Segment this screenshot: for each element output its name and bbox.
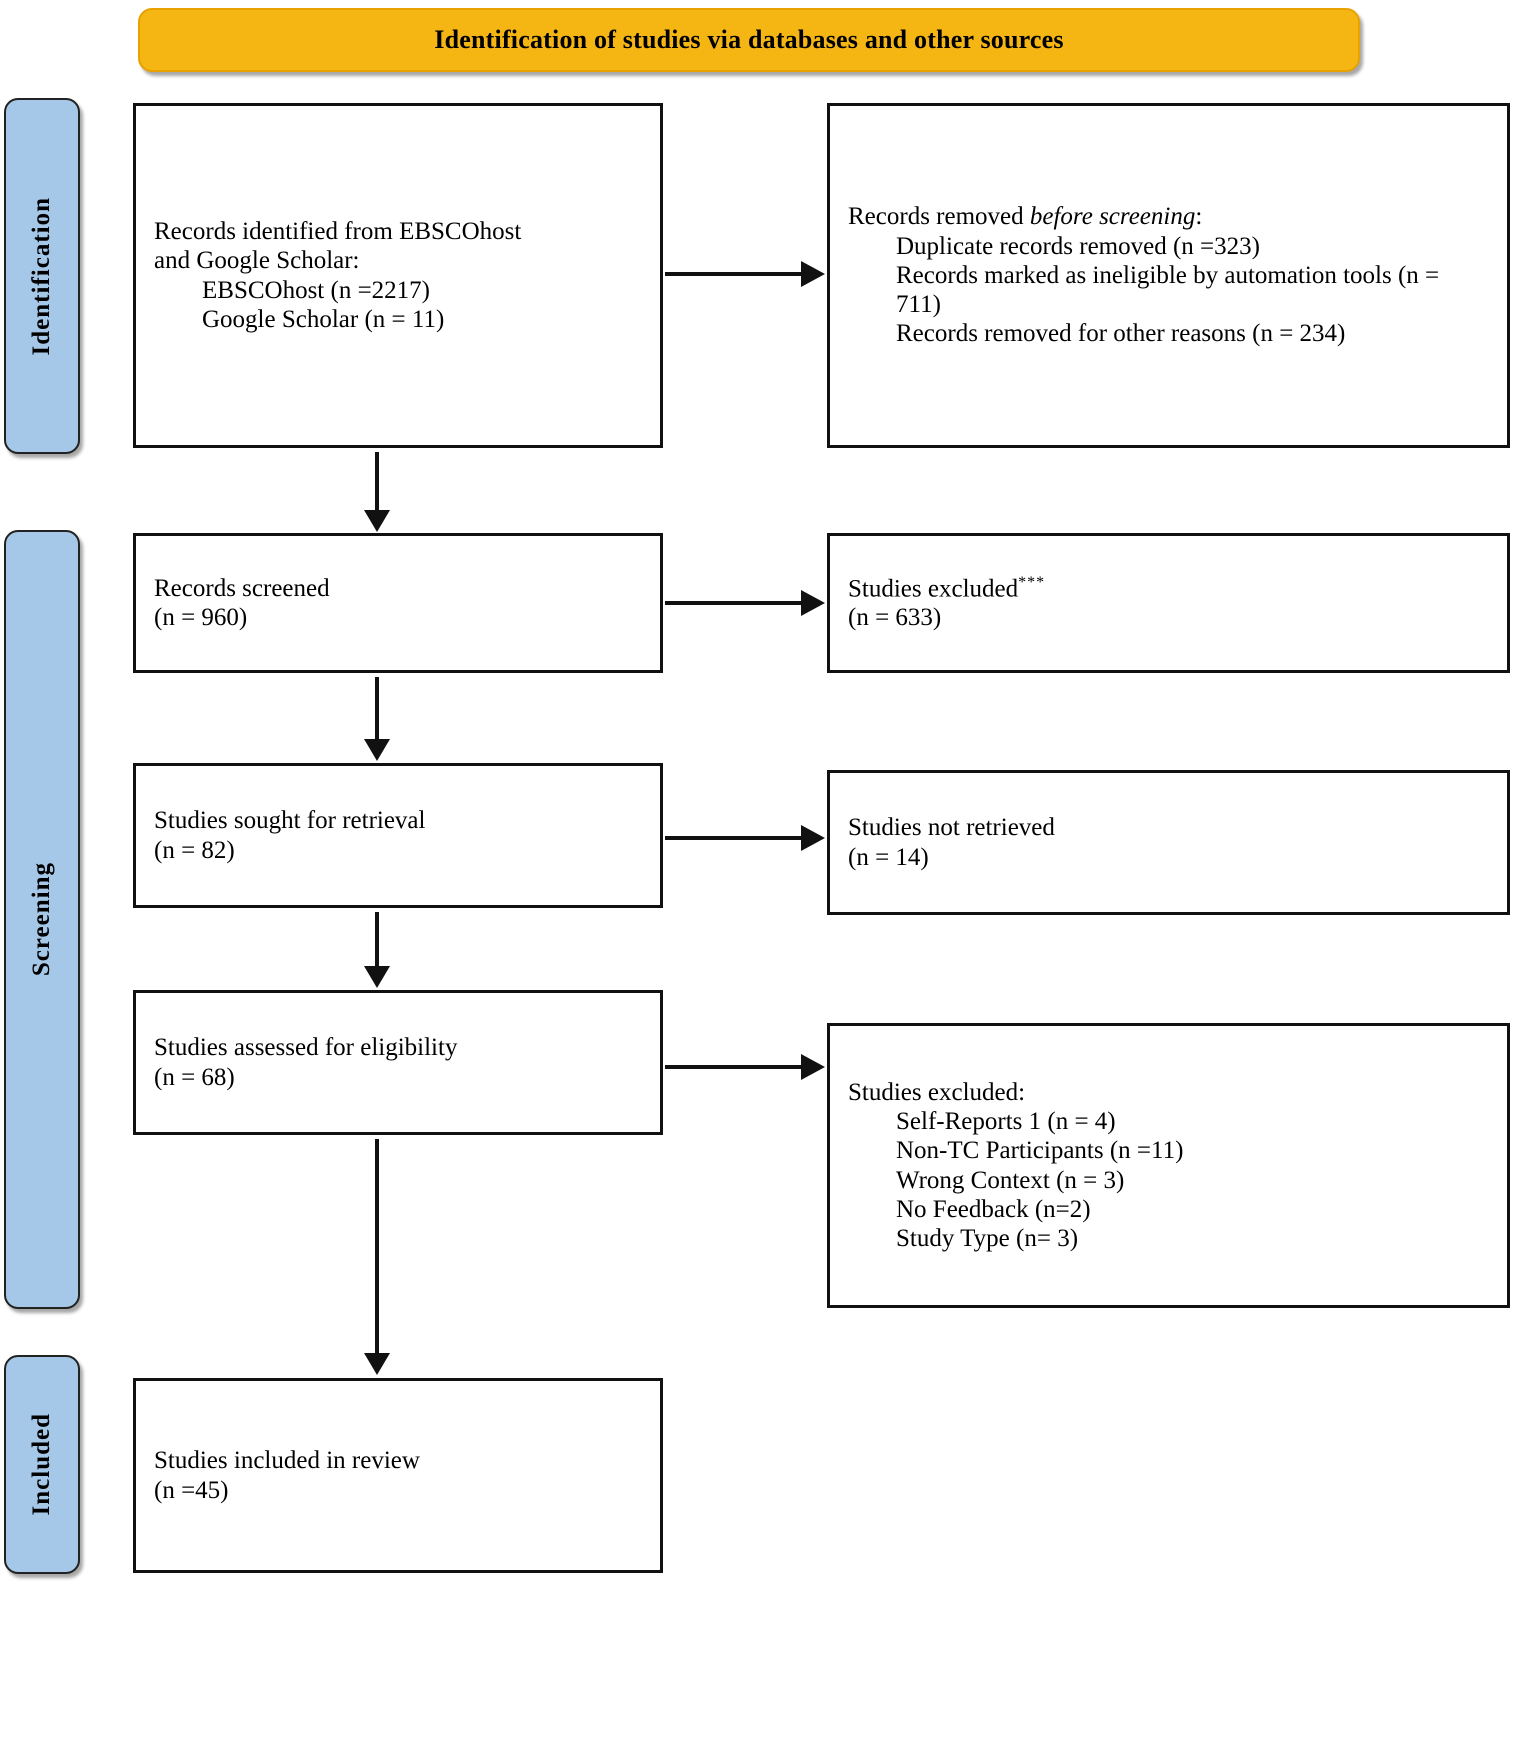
box-studies-excluded-eligibility: Studies excluded: Self-Reports 1 (n = 4)…: [827, 1023, 1510, 1308]
stage-label-identification-text: Identification: [28, 196, 55, 356]
studies-excluded-item-self-reports: Self-Reports 1 (n = 4): [896, 1108, 1116, 1135]
records-identified-item-ebscohost: EBSCOhost (n =2217): [202, 276, 431, 304]
arrow-assessed-to-excluded: [665, 1054, 825, 1080]
studies-excluded-screening-title: Studies excluded***: [848, 574, 1489, 604]
records-removed-title: Records removed before screening:: [848, 202, 1489, 231]
arrow-identified-to-screened: [364, 452, 390, 532]
records-removed-item-automation: Records marked as ineligible by automati…: [896, 261, 1440, 319]
stage-label-screening: Screening: [4, 530, 80, 1309]
records-removed-title-colon: :: [1195, 203, 1203, 231]
diagram-header-banner: Identification of studies via databases …: [138, 8, 1360, 72]
records-removed-item-duplicates: Duplicate records removed (n =323): [896, 232, 1260, 260]
stage-label-included: Included: [4, 1355, 80, 1574]
records-screened-title: Records screened: [154, 574, 330, 602]
studies-excluded-screening-marker: ***: [1018, 573, 1046, 591]
studies-sought-title: Studies sought for retrieval: [154, 807, 426, 835]
box-studies-sought: Studies sought for retrieval (n = 82): [133, 763, 663, 908]
arrow-identified-to-removed: [665, 261, 825, 287]
box-records-identified: Records identified from EBSCOhost and Go…: [133, 103, 663, 448]
records-screened-count: (n = 960): [154, 604, 248, 631]
box-records-removed: Records removed before screening: Duplic…: [827, 103, 1510, 448]
arrow-assessed-to-included: [364, 1139, 390, 1375]
records-identified-subtitle: and Google Scholar:: [154, 247, 360, 275]
box-studies-not-retrieved: Studies not retrieved (n = 14): [827, 770, 1510, 915]
studies-assessed-count: (n = 68): [154, 1063, 235, 1091]
arrow-sought-to-assessed: [364, 912, 390, 988]
records-identified-item-google-scholar: Google Scholar (n = 11): [202, 305, 445, 333]
studies-excluded-screening-title-text: Studies excluded: [848, 574, 1019, 602]
records-removed-title-plain: Records removed: [848, 203, 1030, 231]
stage-label-identification: Identification: [4, 98, 80, 454]
studies-not-retrieved-count: (n = 14): [848, 843, 929, 871]
records-removed-title-italic: before screening: [1029, 203, 1196, 231]
box-studies-excluded-screening: Studies excluded*** (n = 633): [827, 533, 1510, 673]
box-studies-assessed: Studies assessed for eligibility (n = 68…: [133, 990, 663, 1135]
studies-not-retrieved-title: Studies not retrieved: [848, 814, 1055, 842]
records-identified-title: Records identified from EBSCOhost: [154, 218, 522, 245]
arrow-sought-to-not-retrieved: [665, 825, 825, 851]
arrow-screened-to-sought: [364, 677, 390, 761]
studies-excluded-item-no-feedback: No Feedback (n=2): [896, 1195, 1091, 1223]
studies-included-title: Studies included in review: [154, 1447, 420, 1475]
stage-label-screening-text: Screening: [28, 862, 55, 977]
diagram-title: Identification of studies via databases …: [434, 25, 1064, 54]
studies-excluded-screening-count: (n = 633): [848, 604, 942, 632]
records-removed-item-other: Records removed for other reasons (n = 2…: [896, 320, 1346, 348]
studies-excluded-item-study-type: Study Type (n= 3): [896, 1225, 1079, 1252]
studies-assessed-title: Studies assessed for eligibility: [154, 1034, 458, 1062]
studies-included-count: (n =45): [154, 1476, 229, 1504]
arrow-screened-to-excluded: [665, 590, 825, 616]
box-studies-included: Studies included in review (n =45): [133, 1378, 663, 1573]
stage-label-included-text: Included: [28, 1413, 55, 1516]
studies-excluded-item-wrong-context: Wrong Context (n = 3): [896, 1166, 1125, 1194]
studies-excluded-item-non-tc: Non-TC Participants (n =11): [896, 1137, 1184, 1165]
studies-excluded-eligibility-title: Studies excluded:: [848, 1078, 1026, 1106]
studies-sought-count: (n = 82): [154, 836, 235, 864]
box-records-screened: Records screened (n = 960): [133, 533, 663, 673]
